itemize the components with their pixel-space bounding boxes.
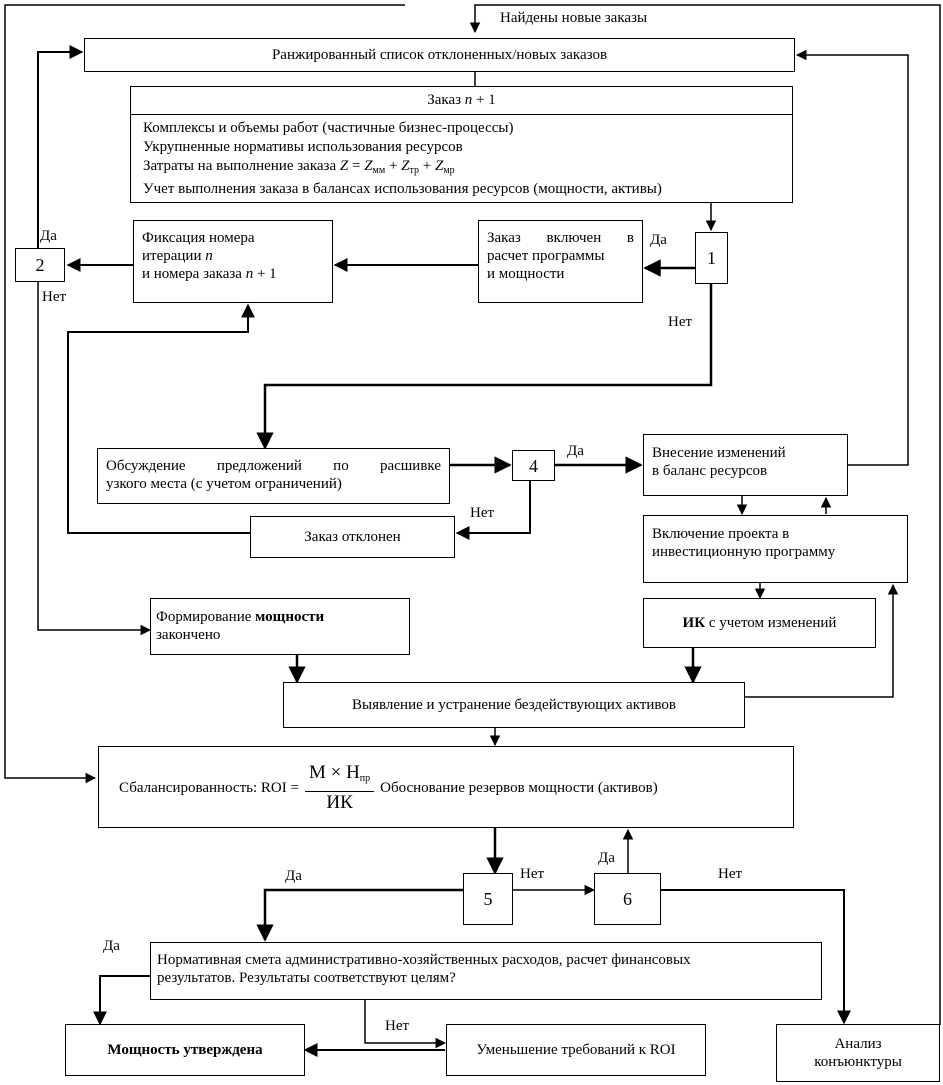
- d6-no-label: Нет: [718, 866, 743, 882]
- decision-5: 5: [463, 873, 513, 925]
- order-line: Учет выполнения заказа в балансах исполь…: [143, 181, 662, 197]
- connector-d5-yes: [256, 888, 463, 942]
- d5-yes-label: Да: [285, 868, 302, 884]
- order-title: Заказ n + 1: [131, 87, 792, 115]
- d2-yes-label: Да: [40, 228, 57, 244]
- order-cost-formula: Затраты на выполнение заказа Z = Zмм + Z…: [143, 158, 455, 176]
- roi-formula: Сбалансированность: ROI = M × Hпр ИК Обо…: [119, 762, 658, 813]
- estimate-yes-label: Да: [103, 938, 120, 954]
- d4-no-label: Нет: [470, 505, 495, 521]
- connector-d4-no: [455, 481, 531, 540]
- order-line: Комплексы и объемы работ (частичные бизн…: [143, 120, 514, 136]
- market-analysis-box: Анализ конъюнктуры: [776, 1024, 940, 1082]
- investment-program-box: Включение проекта в инвестиционную прогр…: [643, 515, 908, 583]
- estimate-box: Нормативная смета административно-хозяйс…: [150, 942, 822, 1000]
- decision-2: 2: [15, 248, 65, 282]
- d5-no-label: Нет: [520, 866, 545, 882]
- balance-change-box: Внесение изменений в баланс ресурсов: [643, 434, 848, 496]
- idle-assets-box: Выявление и устранение бездействующих ак…: [283, 682, 745, 728]
- reduce-roi-box: Уменьшение требований к ROI: [446, 1024, 706, 1076]
- d2-no-label: Нет: [42, 289, 67, 305]
- d1-yes-label: Да: [650, 232, 667, 248]
- capacity-formed-box: Формирование мощности закончено: [150, 598, 410, 655]
- connector-idle-to-invest: [745, 583, 899, 698]
- order-title-text: Заказ n + 1: [427, 92, 496, 108]
- order-line: Укрупненные нормативы использования ресу…: [143, 139, 463, 155]
- order-block: Заказ n + 1 Комплексы и объемы работ (ча…: [130, 86, 793, 203]
- connector-left-loop: [4, 4, 405, 784]
- ik-with-changes-box: ИК с учетом изменений: [643, 598, 876, 648]
- discussion-box: Обсуждение предложений по расшивке узког…: [97, 448, 450, 504]
- estimate-no-label: Нет: [385, 1018, 410, 1034]
- connector-d6-no: [661, 889, 851, 1025]
- order-rejected-box: Заказ отклонен: [250, 516, 455, 558]
- d4-yes-label: Да: [567, 443, 584, 459]
- connector-estimate-no: [364, 1000, 447, 1049]
- ranked-orders-list: Ранжированный список отклоненных/новых з…: [84, 38, 795, 72]
- connector-rejected-to-iteration: [67, 303, 255, 534]
- d6-yes-label: Да: [598, 850, 615, 866]
- capacity-approved-box: Мощность утверждена: [65, 1024, 305, 1076]
- connector-market-loop: [469, 4, 941, 1025]
- connector-d2-yes: [37, 45, 84, 248]
- connector-d1-no: [256, 284, 713, 450]
- connector-estimate-yes: [93, 975, 150, 1026]
- d1-no-label: Нет: [668, 314, 693, 330]
- iteration-fix-box: Фиксация номера итерации n и номера зака…: [133, 220, 333, 303]
- decision-1: 1: [695, 232, 728, 284]
- connector-balance-to-ranked: [795, 49, 909, 466]
- balance-roi-box: Сбалансированность: ROI = M × Hпр ИК Обо…: [98, 746, 794, 828]
- decision-6: 6: [594, 873, 661, 925]
- connector-d2-no: [37, 282, 152, 636]
- order-included-box: Заказ включен в расчет программы и мощно…: [478, 220, 643, 303]
- decision-4: 4: [512, 450, 555, 481]
- new-orders-found-label: Найдены новые заказы: [500, 10, 648, 26]
